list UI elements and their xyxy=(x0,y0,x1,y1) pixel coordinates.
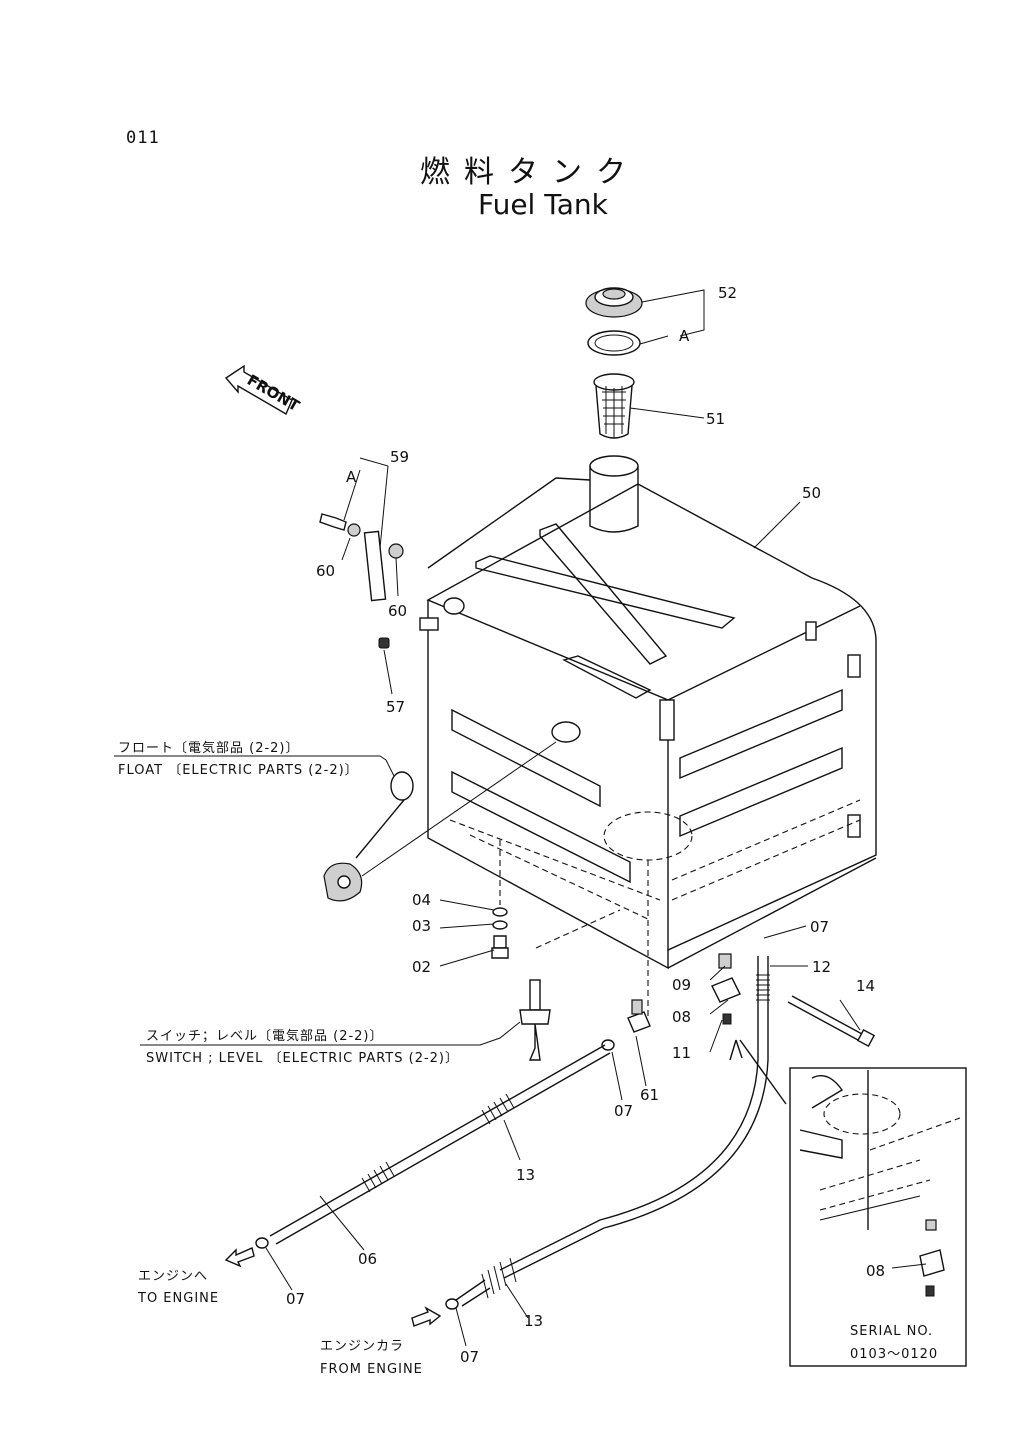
part-label-03: 03 xyxy=(412,917,431,935)
part-label-04: 04 xyxy=(412,891,431,909)
level-switch xyxy=(519,979,551,1061)
part-label-07: 07 xyxy=(286,1290,305,1308)
part-label-14: 14 xyxy=(856,977,875,995)
part-label-60: 60 xyxy=(388,602,407,620)
part-label-a-left: A xyxy=(346,468,357,486)
drain-plug-parts xyxy=(491,907,509,959)
to-engine-japanese: エンジンへ xyxy=(138,1269,208,1284)
part-label-51: 51 xyxy=(706,410,725,428)
serial-detail-inset xyxy=(789,1067,967,1367)
return-hose xyxy=(455,956,770,1307)
float-note-english: FLOAT 〔ELECTRIC PARTS (2-2)〕 xyxy=(118,763,359,778)
serial-label: SERIAL NO. xyxy=(850,1324,933,1339)
fitting-61 xyxy=(601,999,651,1051)
part-label-06: 06 xyxy=(358,1250,377,1268)
to-engine-english: TO ENGINE xyxy=(137,1291,219,1306)
from-engine-arrow-icon xyxy=(411,1298,459,1327)
part-label-07: 07 xyxy=(460,1348,479,1366)
bracket-59 xyxy=(363,530,387,602)
title-japanese: 燃料タンク xyxy=(420,155,640,190)
to-engine-arrow-icon xyxy=(224,1247,255,1268)
part-label-02: 02 xyxy=(412,958,431,976)
float-assembly xyxy=(323,741,557,902)
part-label-52: 52 xyxy=(718,284,737,302)
part-label-59: 59 xyxy=(390,448,409,466)
part-label-08: 08 xyxy=(866,1262,885,1280)
fuel-tank-body xyxy=(419,477,877,1020)
part-label-50: 50 xyxy=(802,484,821,502)
part-label-a-top: A xyxy=(679,327,690,345)
switch-note-english: SWITCH ; LEVEL 〔ELECTRIC PARTS (2-2)〕 xyxy=(146,1051,459,1066)
front-arrow-icon: FRONT xyxy=(224,364,303,416)
leader-lines xyxy=(114,289,927,1347)
part-label-13: 13 xyxy=(524,1312,543,1330)
part-label-07: 07 xyxy=(614,1102,633,1120)
from-engine-japanese: エンジンカラ xyxy=(320,1339,404,1354)
switch-note-japanese: スイッチ；レベル〔電気部品 (2-2)〕 xyxy=(146,1028,384,1044)
clip-57 xyxy=(378,637,390,649)
bolt-60 xyxy=(319,513,404,559)
fittings-09-08-11 xyxy=(711,953,743,1061)
page-number: 011 xyxy=(126,128,160,148)
part-label-57: 57 xyxy=(386,698,405,716)
title-english: Fuel Tank xyxy=(478,188,608,221)
fuel-cap xyxy=(585,287,643,318)
part-label-08: 08 xyxy=(672,1008,691,1026)
part-label-13: 13 xyxy=(516,1166,535,1184)
part-label-61: 61 xyxy=(640,1086,659,1104)
part-label-60: 60 xyxy=(316,562,335,580)
fuel-strainer xyxy=(593,373,635,439)
supply-hose xyxy=(255,1044,611,1249)
filler-neck xyxy=(589,455,639,533)
part-label-12: 12 xyxy=(812,958,831,976)
cap-gasket xyxy=(587,330,641,356)
cable-tie xyxy=(787,995,876,1048)
part-label-07: 07 xyxy=(810,918,829,936)
part-label-09: 09 xyxy=(672,976,691,994)
from-engine-english: FROM ENGINE xyxy=(320,1362,423,1377)
detail-pointer xyxy=(739,1039,787,1105)
part-label-11: 11 xyxy=(672,1044,691,1062)
serial-range: 0103～0120 xyxy=(850,1347,938,1362)
float-note-japanese: フロート〔電気部品 (2-2)〕 xyxy=(118,740,300,756)
